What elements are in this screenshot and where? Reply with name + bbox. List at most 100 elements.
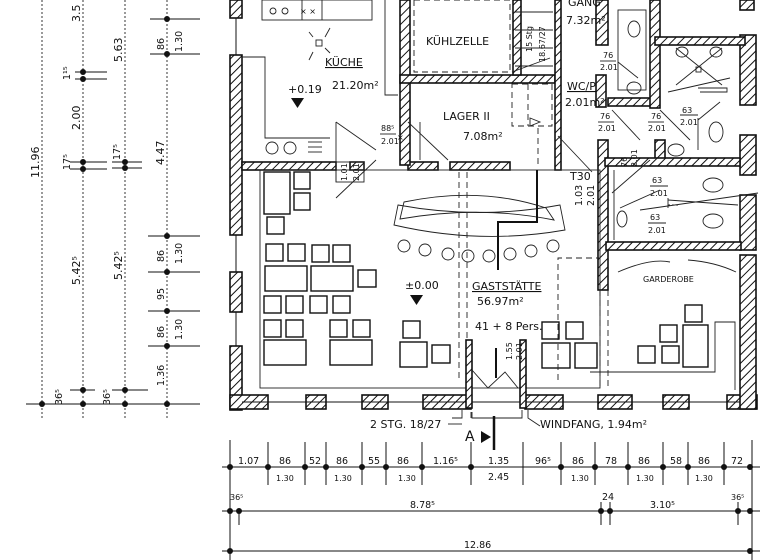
toilet-icon <box>616 210 628 228</box>
dim-label: 86 <box>279 456 291 467</box>
room-name-gang: GANG <box>568 0 601 9</box>
dim-label: 1.30 <box>334 474 352 483</box>
dim-label: 5.63 <box>112 38 125 63</box>
door-dim: 2.01 <box>515 342 524 360</box>
door-dim: 2.01 <box>648 124 666 133</box>
door-dim: 88⁵ <box>381 124 394 133</box>
stairs-ratio: 18.67/27 <box>538 26 547 62</box>
dim-label: 86 <box>698 456 710 467</box>
dim-label: 86 <box>156 38 167 50</box>
toilet-icon <box>627 20 641 38</box>
dim-label: 5.42⁵ <box>70 256 83 285</box>
ceiling-light-icon <box>308 27 331 61</box>
dim-label: 78 <box>605 456 617 467</box>
door-dim: 63 <box>682 106 692 115</box>
dim-label: 86 <box>156 250 167 262</box>
dim-label: 52 <box>309 456 321 467</box>
dim-left-total: 11.96 <box>29 147 42 179</box>
door-dim: 76 <box>600 112 610 121</box>
door-dim: 76 <box>620 157 629 167</box>
door-dim: 1.55 <box>505 342 514 360</box>
door-dim: 2.01 <box>352 163 361 181</box>
dim-label: 4.47 <box>154 141 167 166</box>
entry-stairs-label: 2 STG. 18/27 <box>370 418 441 431</box>
door-dim: 2.01 <box>381 137 399 146</box>
dim-total: 12.86 <box>464 540 491 551</box>
section-marker-label: A <box>465 429 475 445</box>
toilet-icon <box>626 81 642 95</box>
toilet-icon <box>708 121 724 143</box>
room-name-wc-p: WC/P <box>567 80 596 93</box>
room-capacity: 41 + 8 Pers. <box>475 320 542 333</box>
room-area-lager: 7.08m² <box>463 130 503 143</box>
room-name-kueche: KÜCHE <box>325 56 363 69</box>
dim-label: 1.36 <box>156 365 167 386</box>
door-dim: 63 <box>652 176 662 185</box>
dim-label: 1.16⁵ <box>433 456 458 467</box>
dim-label: 17⁵ <box>62 154 73 170</box>
door-dim: 2.01 <box>680 118 698 127</box>
door-dim: 2.01 <box>598 124 616 133</box>
urinal-icon <box>675 46 689 58</box>
room-gaststaette: ±0.00 GASTSTÄTTE 56.97m² 41 + 8 Pers. <box>259 169 609 390</box>
door-dim: 63 <box>650 213 660 222</box>
level-marker-icon <box>291 98 304 108</box>
dim-label: 17⁵ <box>112 144 123 160</box>
dim-label: 3.10⁵ <box>650 500 675 511</box>
toilets-area: 76 2.01 76 2.01 76 2.01 76 2.01 63 2.01 … <box>598 9 759 240</box>
dim-label: 8.78⁵ <box>410 500 435 511</box>
room-name-gaststaette: GASTSTÄTTE <box>472 280 542 293</box>
room-name-lager: LAGER II <box>443 110 490 123</box>
dim-label: 36⁵ <box>731 493 744 502</box>
door-dim: 1.03 <box>574 185 585 206</box>
room-area-gang: 7.32m² <box>566 14 606 27</box>
dim-label: 1.35 <box>488 456 509 467</box>
level-marker-icon <box>410 295 423 305</box>
level-kueche: +0.19 <box>288 83 322 96</box>
room-lager: LAGER II 7.08m² <box>443 110 503 143</box>
room-area-wc-p: 2.01m² <box>565 96 605 109</box>
dim-label: 36⁵ <box>102 389 113 405</box>
interior-walls <box>241 0 746 291</box>
dim-label: 24 <box>602 492 614 503</box>
dim-label: 1.30 <box>174 31 185 52</box>
dim-label: 86 <box>638 456 650 467</box>
dim-label: 1.07 <box>238 456 259 467</box>
dim-label: 3.5 <box>70 5 83 23</box>
dim-label: 1.30 <box>174 243 185 264</box>
room-kueche: × × KÜCHE 21.20m² +0.19 1.01 2.01 88⁵ 2.… <box>242 0 449 199</box>
dim-label: 86 <box>336 456 348 467</box>
dim-label: 72 <box>731 456 743 467</box>
dim-label: 1.30 <box>398 474 416 483</box>
dim-label: 96⁵ <box>535 456 551 467</box>
dim-label: 36⁵ <box>54 389 65 405</box>
toilet-icon <box>702 213 724 229</box>
dim-label: 1.30 <box>695 474 713 483</box>
t30-label: T30 <box>569 170 591 183</box>
entry-windfang: 1.55 2.01 2 STG. 18/27 WINDFANG, 1.94m² … <box>370 339 647 450</box>
dim-label: 1.30 <box>276 474 294 483</box>
bar-counter <box>393 170 566 270</box>
level-gaststaette: ±0.00 <box>405 279 439 292</box>
dim-label: 1.30 <box>174 319 185 340</box>
door-x-marks: × <box>397 133 404 142</box>
dim-label: 86 <box>572 456 584 467</box>
section-arrow-icon <box>481 431 491 443</box>
room-kuehlzelle: KÜHLZELLE <box>413 0 511 73</box>
room-name-kuehlzelle: KÜHLZELLE <box>426 35 489 48</box>
door-dim: 76 <box>603 51 613 60</box>
dim-label: 1¹⁵ <box>62 66 73 80</box>
dim-label: 1.30 <box>571 474 589 483</box>
door-dim: 2.01 <box>650 189 668 198</box>
room-wc-p: WC/P 2.01m² <box>565 80 605 109</box>
door-dim: 2.01 <box>648 226 666 235</box>
dim-label: 86 <box>156 326 167 338</box>
toilet-icon <box>702 177 724 193</box>
toilet-icon <box>667 143 685 157</box>
door-dim: 2.01 <box>586 185 597 206</box>
door-dim: 1.01 <box>340 163 349 181</box>
room-gang: GANG 7.32m² <box>566 0 606 27</box>
dim-label: 5.42⁵ <box>112 251 125 280</box>
exterior-walls <box>229 0 758 411</box>
door-dim: 2.01 <box>600 63 618 72</box>
